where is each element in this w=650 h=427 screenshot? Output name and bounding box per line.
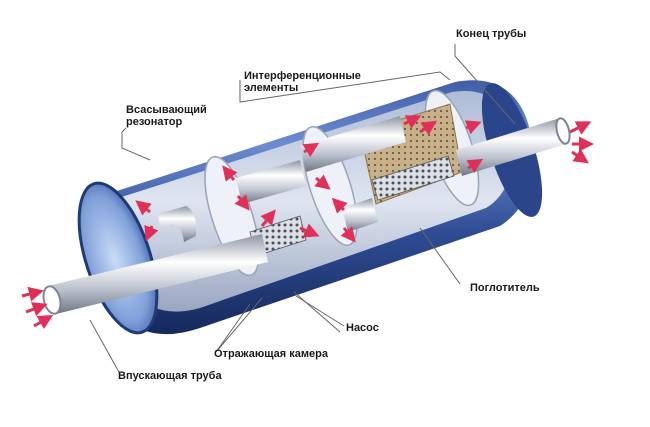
- resonator-elbow: [158, 206, 197, 242]
- label-suction-resonator: Всасывающий резонатор: [126, 104, 207, 128]
- label-interference-elements: Интерференционные элементы: [244, 70, 361, 94]
- label-absorber: Поглотитель: [470, 282, 540, 294]
- inlet-end-cap: [77, 181, 159, 335]
- inlet-pipe-tube: [42, 234, 268, 315]
- label-pipe-end: Конец трубы: [456, 28, 527, 40]
- perforated-pipe: [371, 155, 455, 201]
- middle-pipe-upper: [300, 116, 406, 172]
- middle-pipe-lower: [236, 160, 306, 204]
- outlet-pipe-tube: [456, 117, 571, 176]
- middle-pipe-short: [342, 198, 378, 232]
- label-pump: Насос: [346, 322, 379, 334]
- label-inlet-pipe: Впускающая труба: [118, 370, 222, 382]
- leader-lines: [89, 44, 516, 375]
- label-reflection-chamber: Отражающая камера: [214, 348, 328, 360]
- gas-flow-arrows: [21, 115, 594, 329]
